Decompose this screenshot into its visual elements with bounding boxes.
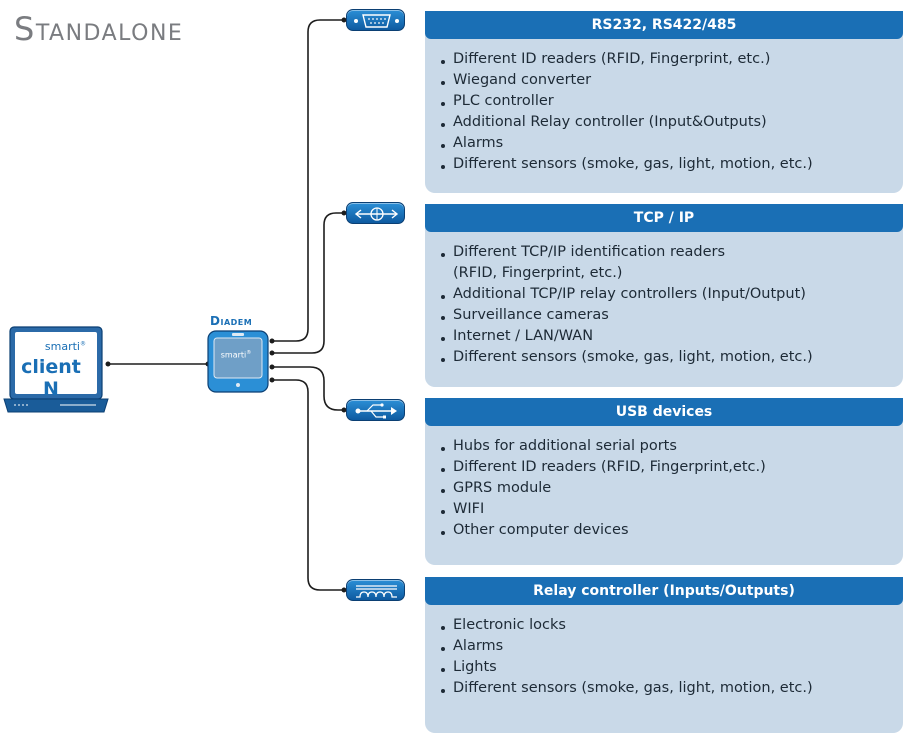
panel-usb: USB devices Hubs for additional serial p… (425, 398, 903, 565)
list-item: WIFI (441, 499, 903, 520)
list-item: Additional TCP/IP relay controllers (Inp… (441, 284, 903, 305)
list-item: Other computer devices (441, 520, 903, 541)
list-item: Hubs for additional serial ports (441, 436, 903, 457)
network-icon (346, 202, 405, 224)
list-item: Alarms (441, 133, 903, 154)
list-item: Different sensors (smoke, gas, light, mo… (441, 154, 903, 175)
panel-items: Hubs for additional serial ports Differe… (425, 426, 903, 541)
list-item: Different sensors (smoke, gas, light, mo… (441, 678, 903, 699)
list-item: Additional Relay controller (Input&Outpu… (441, 112, 903, 133)
list-item: GPRS module (441, 478, 903, 499)
panel-items: Different TCP/IP identification readers … (425, 232, 903, 368)
panel-title: USB devices (425, 398, 903, 426)
list-item: Different sensors (smoke, gas, light, mo… (441, 347, 903, 368)
list-item: Different ID readers (RFID, Fingerprint,… (441, 457, 903, 478)
panel-title: TCP / IP (425, 204, 903, 232)
laptop-icon (3, 326, 109, 413)
list-item: PLC controller (441, 91, 903, 112)
list-item: Wiegand converter (441, 70, 903, 91)
hub-device-icon (207, 330, 269, 393)
hub-brand: smarti® (220, 350, 252, 360)
client-label: client N (21, 356, 81, 400)
list-item: Surveillance cameras (441, 305, 903, 326)
client-brand: smarti® (44, 340, 86, 353)
list-item: Different TCP/IP identification readers (441, 242, 903, 263)
list-item: Alarms (441, 636, 903, 657)
hub-name: Diadem (210, 314, 253, 328)
panel-items: Electronic locks Alarms Lights Different… (425, 605, 903, 699)
serial-port-icon (346, 9, 405, 31)
panel-tcp-ip: TCP / IP Different TCP/IP identification… (425, 204, 903, 387)
panel-rs232: RS232, RS422/485 Different ID readers (R… (425, 11, 903, 193)
list-item: Lights (441, 657, 903, 678)
page-title: Standalone (14, 10, 184, 48)
usb-icon (346, 399, 405, 421)
list-item: Electronic locks (441, 615, 903, 636)
panel-title: RS232, RS422/485 (425, 11, 903, 39)
panel-title: Relay controller (Inputs/Outputs) (425, 577, 903, 605)
list-item: Different ID readers (RFID, Fingerprint,… (441, 49, 903, 70)
panel-relay: Relay controller (Inputs/Outputs) Electr… (425, 577, 903, 733)
list-item: (RFID, Fingerprint, etc.) (453, 265, 623, 281)
list-item: Internet / LAN/WAN (441, 326, 903, 347)
panel-items: Different ID readers (RFID, Fingerprint,… (425, 39, 903, 175)
relay-icon (346, 579, 405, 601)
